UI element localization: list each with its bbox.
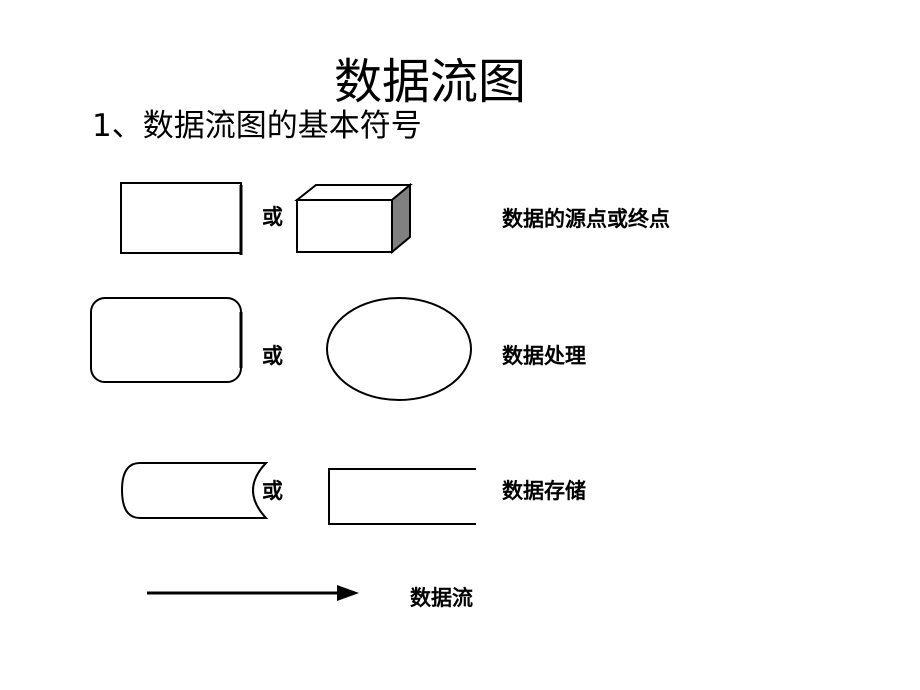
data-flow-label: 数据流 xyxy=(410,586,473,610)
or-label-row1: 或 xyxy=(262,205,283,229)
source-sink-cube-symbol xyxy=(294,182,413,255)
source-sink-rectangle-symbol xyxy=(120,182,243,255)
or-label-row2: 或 xyxy=(262,344,283,368)
slide-title: 数据流图 xyxy=(333,54,526,110)
process-circle-symbol xyxy=(326,297,472,401)
process-rounded-rect-symbol xyxy=(90,297,243,383)
data-flow-arrow-symbol xyxy=(147,585,359,601)
source-sink-label: 数据的源点或终点 xyxy=(502,207,670,231)
process-label: 数据处理 xyxy=(502,344,586,368)
data-store-open-rect-symbol xyxy=(328,468,476,525)
or-label-row3: 或 xyxy=(262,479,283,503)
data-store-label: 数据存储 xyxy=(502,479,586,503)
data-store-open-shape-symbol xyxy=(120,462,269,519)
slide-subtitle: 1、数据流图的基本符号 xyxy=(92,108,422,144)
